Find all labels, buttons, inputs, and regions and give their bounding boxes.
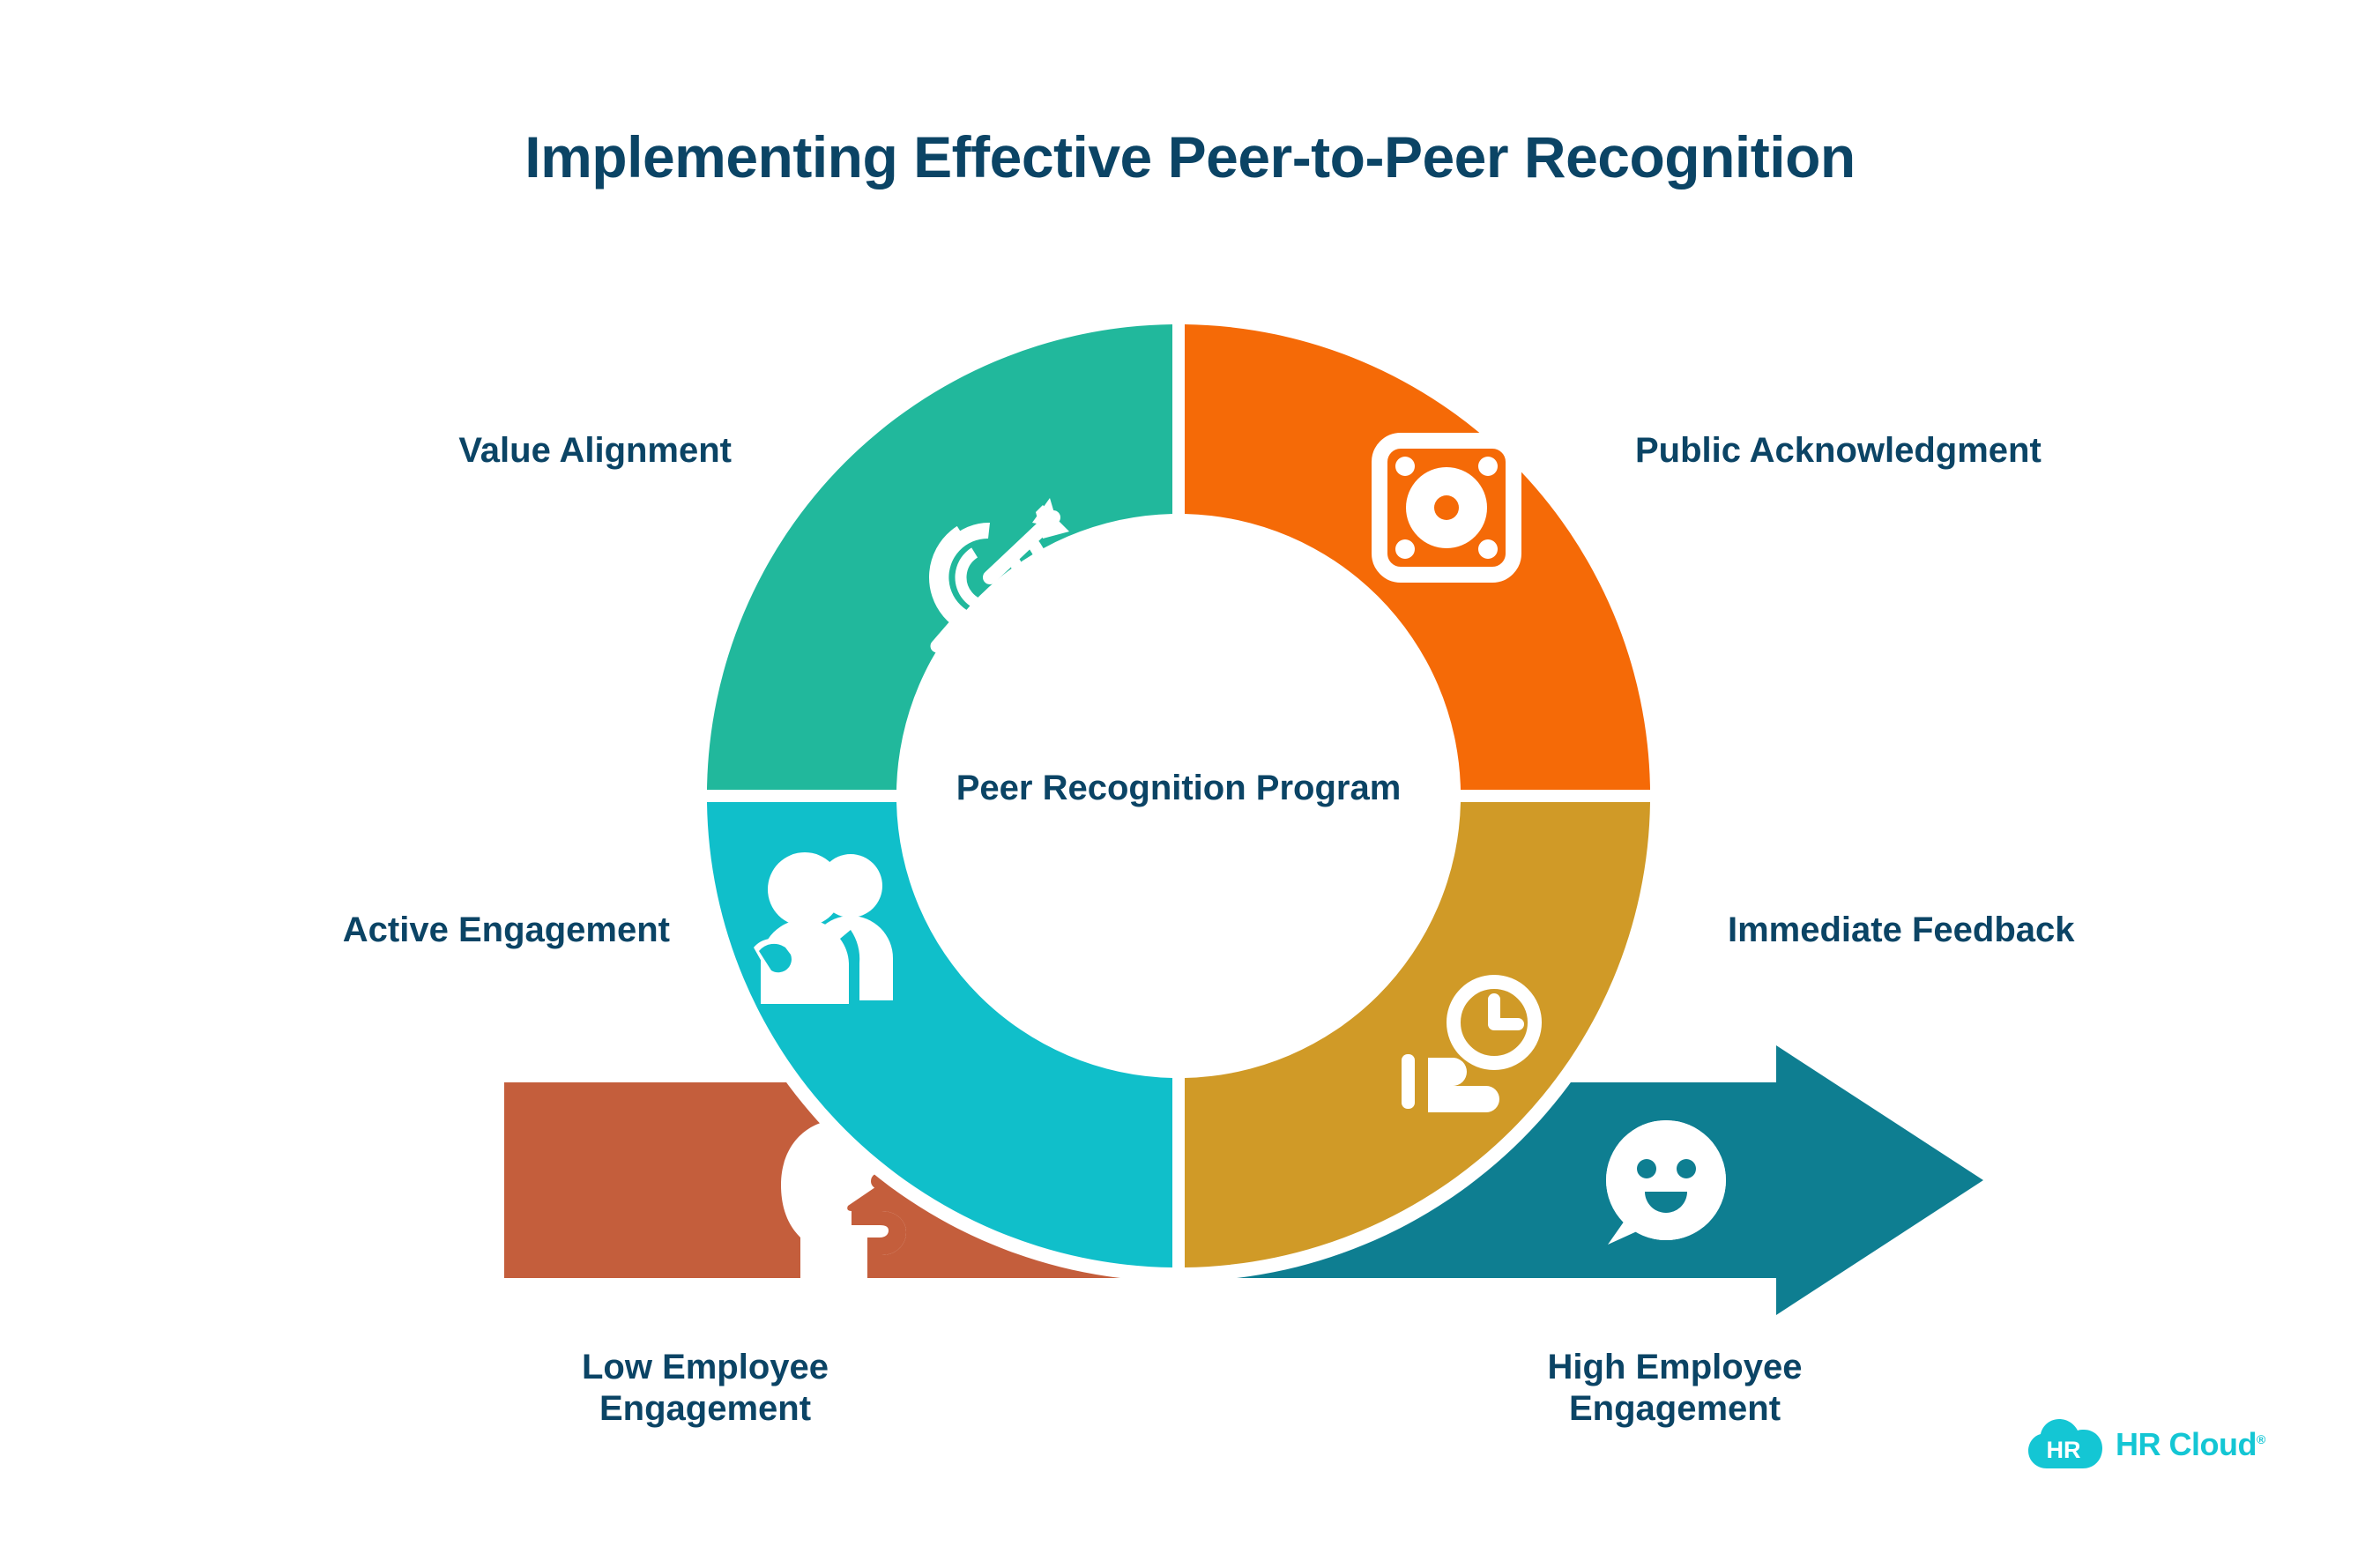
segment-immediate-feedback[interactable] xyxy=(1185,802,1650,1267)
page-title: Implementing Effective Peer-to-Peer Reco… xyxy=(524,124,1856,190)
segment-public-acknowledgment[interactable] xyxy=(1185,324,1650,790)
hr-cloud-cloud-icon: HR xyxy=(2027,1417,2103,1472)
label-high-employee-engagement: High Employee Engagement xyxy=(1525,1347,1825,1430)
label-value-alignment: Value Alignment xyxy=(458,431,732,470)
label-active-engagement: Active Engagement xyxy=(342,911,670,949)
target-arrow-icon xyxy=(929,498,1069,653)
high-engagement-line1: High Employee xyxy=(1547,1348,1803,1386)
low-engagement-line1: Low Employee xyxy=(581,1348,829,1386)
smiling-speech-bubble-icon xyxy=(1606,1120,1726,1245)
registered-trademark-icon: ® xyxy=(2256,1432,2265,1446)
svg-text:HR: HR xyxy=(2047,1437,2081,1463)
hr-cloud-wordmark: HR Cloud® xyxy=(2116,1426,2265,1463)
center-label: Peer Recognition Program xyxy=(956,769,1402,807)
hr-cloud-logo[interactable]: HR HR Cloud® xyxy=(2027,1417,2265,1472)
hr-cloud-word-text: HR Cloud xyxy=(2116,1426,2257,1462)
megaphone-plate-icon xyxy=(1372,433,1521,583)
label-immediate-feedback: Immediate Feedback xyxy=(1728,911,2075,949)
people-group-icon xyxy=(754,852,893,1004)
label-low-employee-engagement: Low Employee Engagement xyxy=(555,1347,855,1430)
high-engagement-line2: Engagement xyxy=(1568,1389,1781,1429)
clock-hand-icon xyxy=(1402,975,1542,1112)
label-public-acknowledgment: Public Acknowledgment xyxy=(1635,431,2042,470)
low-engagement-line2: Engagement xyxy=(599,1389,812,1429)
